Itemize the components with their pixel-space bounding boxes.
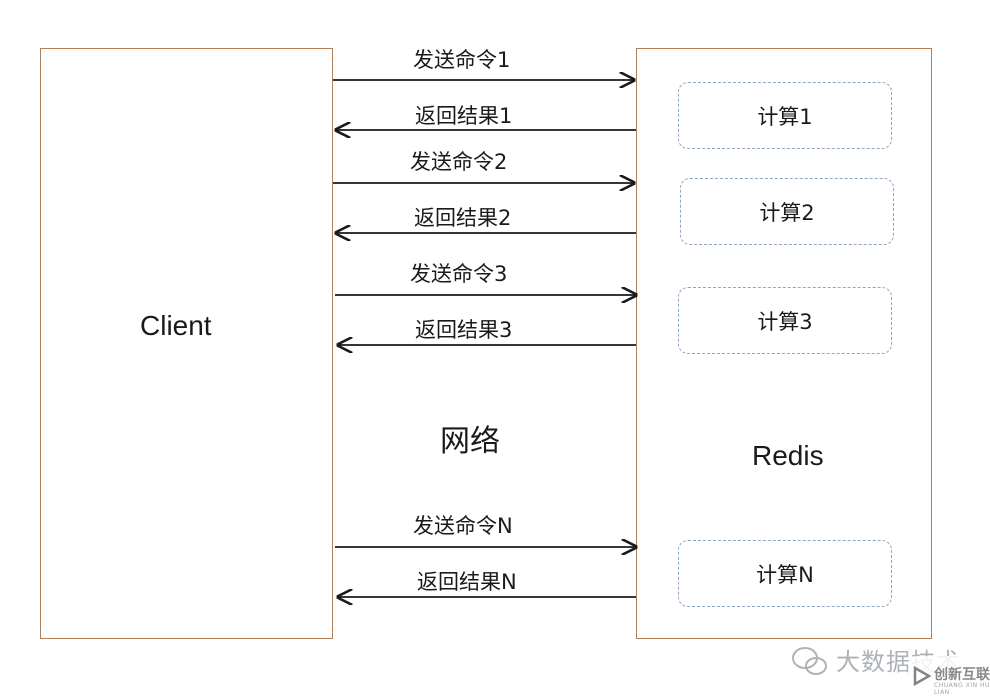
wechat-icon <box>792 647 827 675</box>
watermark: 大数据技术 创新互联 CHUANG XIN HU LIAN <box>790 638 990 698</box>
return-label-n: 返回结果N <box>417 570 517 594</box>
calc-box-n: 计算N <box>678 540 892 607</box>
calc-label-n: 计算N <box>756 562 814 587</box>
return-label-3: 返回结果3 <box>415 318 513 342</box>
calc-label-3: 计算3 <box>757 309 813 334</box>
client-box <box>40 48 333 639</box>
return-label-2: 返回结果2 <box>414 206 512 230</box>
send-label-n: 发送命令N <box>413 514 513 538</box>
calc-box-1: 计算1 <box>678 82 892 149</box>
brand-logo-icon <box>913 666 932 686</box>
network-label: 网络 <box>440 424 500 459</box>
calc-box-3: 计算3 <box>678 287 892 354</box>
calc-label-2: 计算2 <box>759 200 815 225</box>
watermark-brand-pinyin: CHUANG XIN HU LIAN <box>934 682 990 696</box>
calc-box-2: 计算2 <box>680 178 894 245</box>
calc-label-1: 计算1 <box>757 104 813 129</box>
return-label-1: 返回结果1 <box>415 104 513 128</box>
watermark-brand: 创新互联 <box>934 667 990 683</box>
client-label: Client <box>140 310 212 341</box>
send-label-3: 发送命令3 <box>410 262 508 286</box>
brand-logo <box>910 656 986 696</box>
send-label-1: 发送命令1 <box>413 48 511 72</box>
redis-label: Redis <box>752 440 824 471</box>
send-label-2: 发送命令2 <box>410 150 508 174</box>
